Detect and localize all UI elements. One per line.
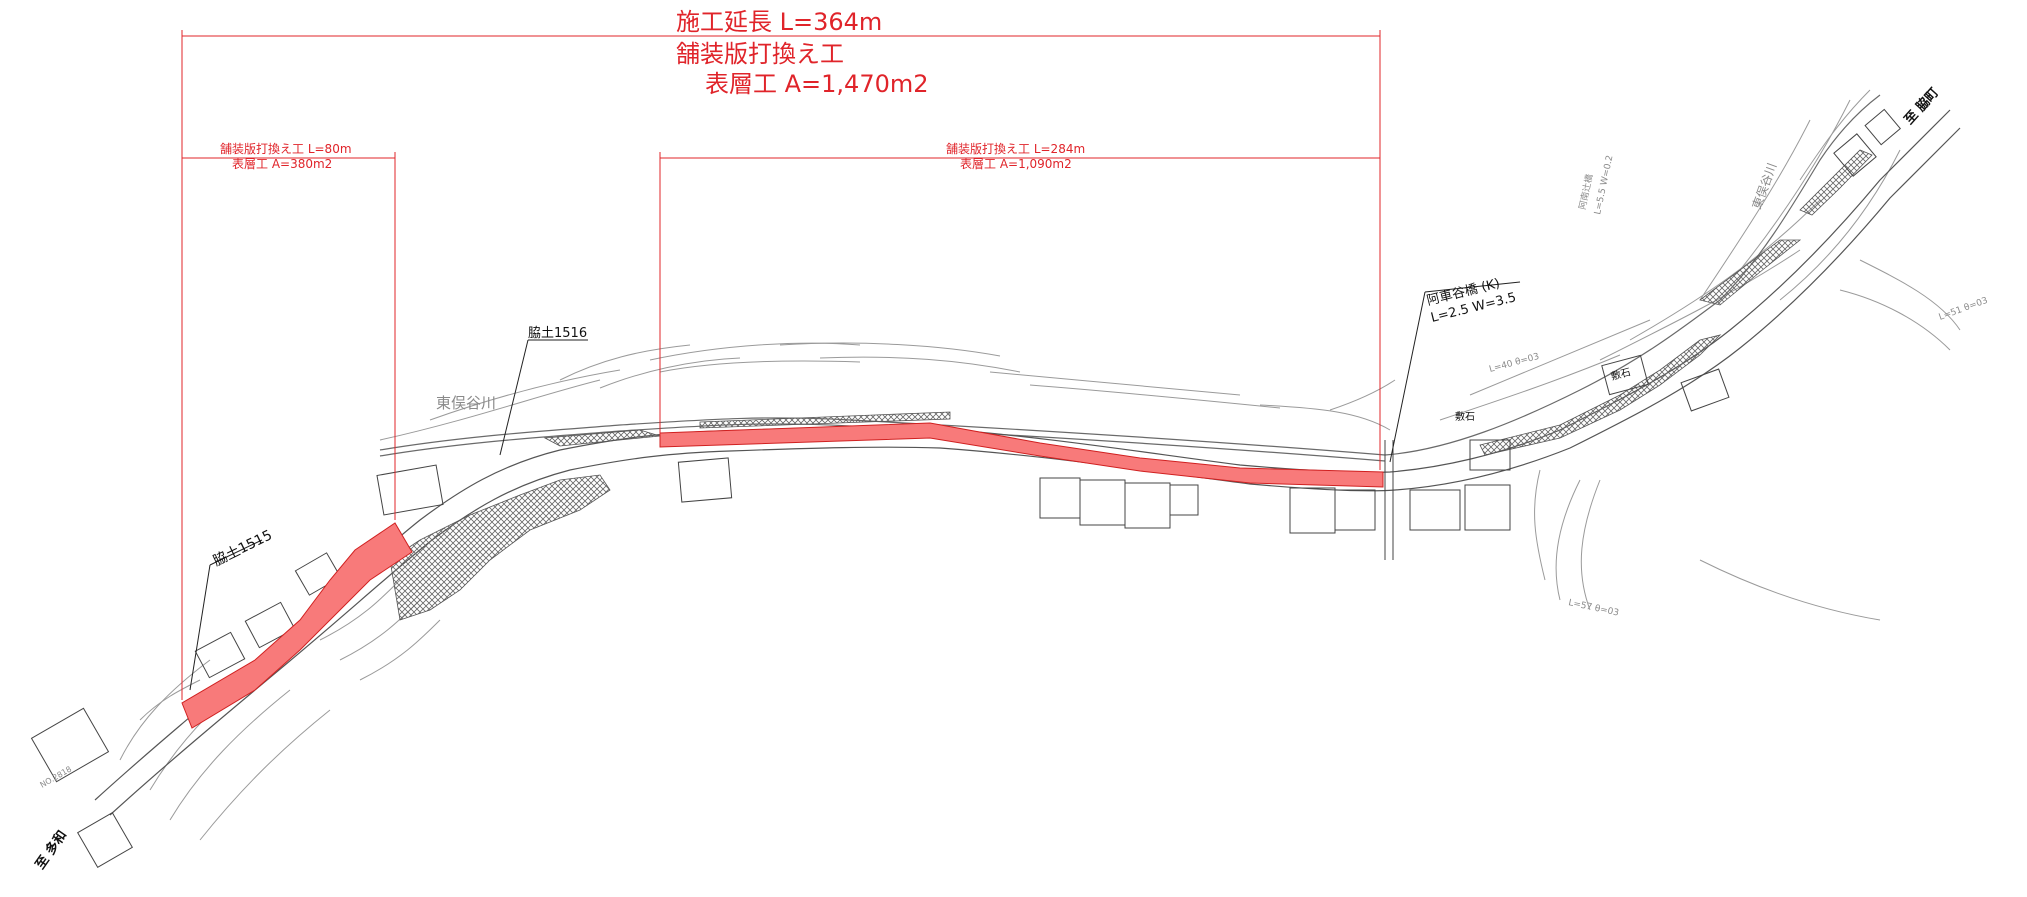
marker-1516-label: 脇土1516 <box>528 326 587 341</box>
marker-1515-label: 脇土1515 <box>211 527 275 569</box>
gradient-label-2: L=51 θ=03 <box>1938 296 1990 323</box>
overall-length-label: 施工延長 L=364m <box>676 8 882 36</box>
bridge-deck <box>1384 440 1394 560</box>
overall-area-label: 表層工 A=1,470m2 <box>705 70 929 98</box>
river-name-left: 東俣谷川 <box>436 394 496 412</box>
dimension-lines <box>181 30 1381 700</box>
direction-to-right: 至 脇町 <box>1901 85 1942 128</box>
house-label-2: 敷石 <box>1455 410 1475 423</box>
terrain-contours <box>119 89 1961 841</box>
river <box>379 94 1881 462</box>
pavement-replacement-areas <box>181 422 1384 729</box>
road-edges <box>94 109 1961 816</box>
leader-lines <box>189 281 1521 691</box>
station-label: NO.2818 <box>39 765 74 790</box>
gradient-label-1: L=40 θ=03 <box>1488 352 1540 375</box>
direction-to-left: 至 多和 <box>32 827 70 872</box>
pavement-area-right <box>659 422 1384 488</box>
retaining-walls <box>389 149 1873 621</box>
section-left-work-label: 舗装版打換え工 L=80m <box>220 142 352 156</box>
overall-work-label: 舗装版打換え工 <box>676 40 844 68</box>
steps-label: 阿南辻橋 <box>1576 173 1595 211</box>
gradient-label-3: L=57 θ=03 <box>1567 598 1619 618</box>
pavement-area-left <box>181 522 413 729</box>
section-right-area-label: 表層工 A=1,090m2 <box>960 157 1072 171</box>
buildings <box>30 108 1902 869</box>
steps-spec-label: L=5.5 W=0.2 <box>1593 154 1615 215</box>
section-left-area-label: 表層工 A=380m2 <box>232 157 332 171</box>
river-name-right: 東俣谷川 <box>1750 161 1780 211</box>
section-right-work-label: 舗装版打換え工 L=284m <box>946 142 1085 156</box>
